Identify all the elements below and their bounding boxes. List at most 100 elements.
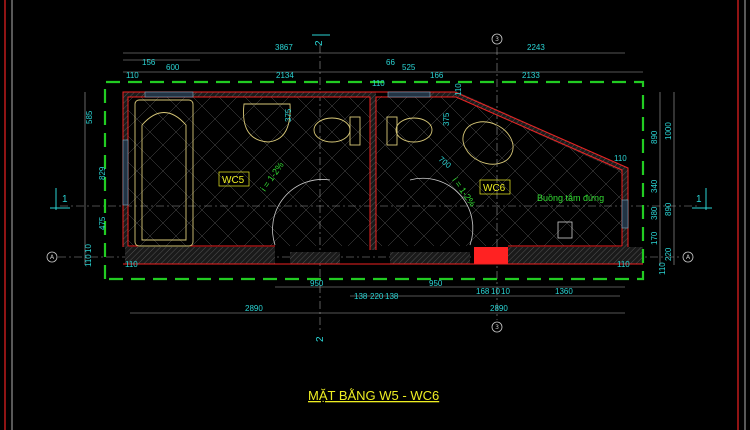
section-marker-1-left: 1 bbox=[50, 188, 70, 210]
column bbox=[474, 247, 508, 264]
svg-text:3: 3 bbox=[495, 36, 499, 43]
dim-bottom: 2890 bbox=[490, 304, 508, 313]
tile-line bbox=[478, 96, 628, 246]
dim-fixture: 375 bbox=[284, 108, 293, 122]
building-outline bbox=[103, 80, 645, 281]
dim-bottom: 10 bbox=[491, 287, 500, 296]
tile-line bbox=[128, 239, 135, 246]
fixtures bbox=[134, 99, 573, 247]
dim-left: 829 bbox=[98, 166, 107, 180]
dim-right: 340 bbox=[650, 179, 659, 193]
tile-line bbox=[543, 96, 622, 246]
tile-line bbox=[128, 96, 265, 233]
dim-bottom: 10 bbox=[501, 287, 510, 296]
svg-text:A: A bbox=[50, 254, 55, 261]
tile-line bbox=[376, 96, 461, 246]
dim-right: 220 bbox=[664, 247, 673, 261]
room-label-wc6: WC6 bbox=[483, 183, 506, 194]
dim-right: 110 bbox=[658, 262, 667, 275]
svg-text:A: A bbox=[686, 254, 691, 261]
dim-bottom: 138 bbox=[354, 292, 368, 301]
tile-line bbox=[321, 197, 370, 246]
tile-line bbox=[128, 96, 239, 207]
dim-left: 10 bbox=[84, 244, 93, 253]
dim-bottom: 2890 bbox=[245, 304, 263, 313]
dim-right: 1000 bbox=[664, 122, 673, 140]
section-marker-2-bottom: 2 bbox=[315, 336, 326, 342]
sink-wc5 bbox=[243, 103, 291, 143]
tile-line bbox=[128, 96, 278, 246]
toilet-wc6 bbox=[395, 117, 433, 143]
tile-line bbox=[295, 171, 370, 246]
dim-right: 110 bbox=[614, 154, 627, 163]
tile-line bbox=[376, 96, 435, 246]
room-label-wc5: WC5 bbox=[222, 175, 245, 186]
dim-bottom: 138 bbox=[385, 292, 399, 301]
toilet-wc5 bbox=[313, 117, 351, 143]
dim-left: 585 bbox=[85, 110, 94, 124]
svg-text:3: 3 bbox=[495, 324, 499, 331]
dim-top: 166 bbox=[430, 71, 444, 80]
tile-line bbox=[621, 96, 622, 246]
tile-line bbox=[504, 96, 654, 246]
grid-marker-a-right: A bbox=[682, 251, 694, 263]
tile-line bbox=[0, 96, 4, 246]
dim-bottom: 220 bbox=[370, 292, 384, 301]
tile-line bbox=[295, 96, 370, 171]
tile-line bbox=[321, 96, 370, 145]
svg-text:1: 1 bbox=[696, 194, 702, 205]
door-swing-wc6 bbox=[409, 177, 474, 246]
tile-line bbox=[376, 96, 409, 246]
dimension-lines bbox=[84, 52, 675, 314]
dim-top: 525 bbox=[402, 63, 416, 72]
tile-line bbox=[700, 96, 750, 246]
drawing-title: MẶT BẰNG W5 - WC6 bbox=[308, 388, 439, 403]
walls bbox=[122, 91, 643, 265]
tile-line bbox=[400, 96, 550, 246]
tile-line bbox=[180, 96, 330, 246]
dim-top: 66 bbox=[386, 58, 395, 67]
shower-label: Buồng tắm đứng bbox=[537, 193, 604, 203]
tile-line bbox=[595, 96, 622, 246]
tile-line bbox=[180, 96, 330, 246]
dim-bottom: 1360 bbox=[555, 287, 573, 296]
dim-bottom: 950 bbox=[429, 279, 443, 288]
dim-top: 2134 bbox=[276, 71, 294, 80]
dim-top: 2133 bbox=[522, 71, 540, 80]
dim-top: 110 bbox=[372, 79, 385, 88]
dim-top: 600 bbox=[166, 63, 180, 72]
section-marker-2-top: 2 bbox=[312, 34, 330, 46]
drawing-frame bbox=[4, 0, 746, 430]
tile-line bbox=[376, 96, 409, 246]
tile-line bbox=[376, 96, 383, 246]
tile-line bbox=[376, 96, 513, 246]
dim-right: 890 bbox=[650, 130, 659, 144]
bathtub bbox=[134, 99, 194, 247]
tile-line bbox=[569, 96, 622, 246]
tile-line bbox=[217, 96, 369, 246]
tile-line bbox=[376, 96, 487, 246]
dim-bottom: 950 bbox=[310, 279, 324, 288]
svg-text:1: 1 bbox=[62, 194, 68, 205]
dim-bottom: 110 bbox=[125, 260, 138, 269]
tile-line bbox=[191, 96, 343, 246]
dim-top: 110 bbox=[126, 71, 139, 80]
section-marker-1-right: 1 bbox=[692, 188, 712, 210]
tile-line bbox=[478, 96, 628, 246]
dim-right: 890 bbox=[664, 202, 673, 216]
tile-line bbox=[648, 96, 750, 246]
tile-line bbox=[0, 96, 56, 246]
tile-line bbox=[621, 96, 622, 246]
tile-line bbox=[128, 187, 187, 246]
dim-left: 110 bbox=[84, 254, 93, 267]
tile-line bbox=[128, 96, 135, 103]
tile-line bbox=[128, 96, 278, 246]
tile-line bbox=[517, 96, 622, 246]
tile-line bbox=[139, 96, 291, 246]
dim-right: 380 bbox=[650, 206, 659, 220]
tile-line bbox=[0, 96, 56, 246]
tile-line bbox=[128, 96, 213, 181]
tile-line bbox=[452, 96, 602, 246]
svg-text:2: 2 bbox=[314, 40, 325, 46]
